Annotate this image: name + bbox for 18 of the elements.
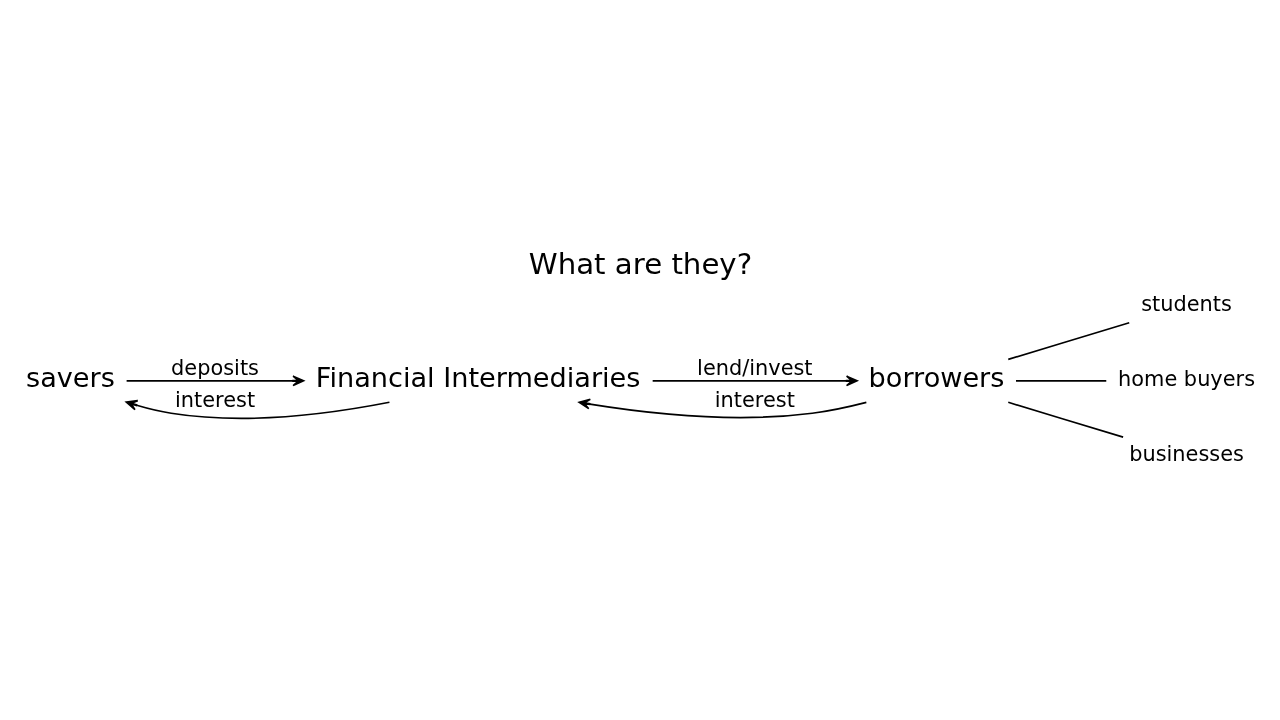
diagram-title: What are they? <box>528 246 752 281</box>
node-text: Financial Intermediaries <box>315 361 640 393</box>
connector <box>1014 379 1107 382</box>
node-text: students <box>1140 291 1232 316</box>
edge-label: interest <box>174 387 255 412</box>
connector <box>1006 400 1124 438</box>
edge-label: lend/invest <box>696 355 813 380</box>
node-text: savers <box>25 361 115 393</box>
arrow <box>651 374 858 386</box>
arrow <box>125 399 390 419</box>
node-text: home buyers <box>1117 366 1255 391</box>
node-text: borrowers <box>868 361 1004 393</box>
arrow <box>577 398 867 418</box>
edge-label: deposits <box>170 355 259 380</box>
connector <box>1006 321 1130 360</box>
node-text: businesses <box>1128 441 1244 466</box>
arrow <box>125 374 304 386</box>
edge-label: interest <box>714 387 795 412</box>
